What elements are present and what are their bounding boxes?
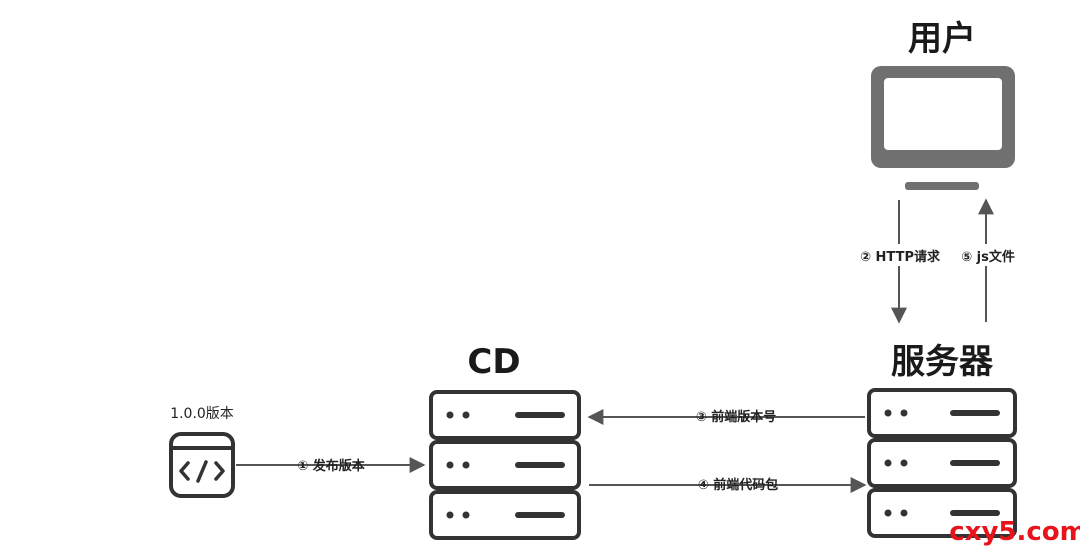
user-title: 用户 xyxy=(908,19,976,59)
edge-code-package-label: ④ 前端代码包 xyxy=(698,477,779,493)
code-file-icon xyxy=(169,432,235,498)
edge-http-request-label: ② HTTP请求 xyxy=(860,249,941,265)
cd-server-icon xyxy=(429,390,581,540)
edge-version-number-label: ③ 前端版本号 xyxy=(696,409,777,425)
server-icon xyxy=(867,388,1017,538)
cd-title: CD xyxy=(467,342,520,382)
server-title: 服务器 xyxy=(891,342,994,382)
artifact-title: 1.0.0版本 xyxy=(170,406,234,422)
monitor-icon xyxy=(871,66,1015,190)
watermark: cxy5.com xyxy=(949,517,1080,547)
edge-js-file-label: ⑤ js文件 xyxy=(961,249,1015,265)
edge-publish-label: ① 发布版本 xyxy=(297,458,365,474)
